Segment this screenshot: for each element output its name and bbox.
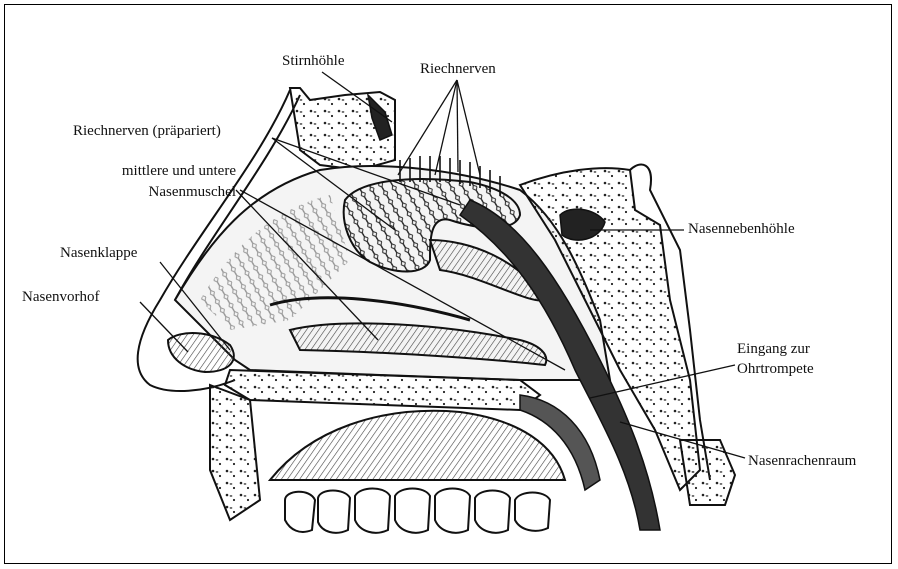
oral-cavity xyxy=(270,411,565,480)
label-riechnerven: Riechnerven xyxy=(420,60,496,78)
label-nasenvorhof: Nasenvorhof xyxy=(22,288,99,306)
label-riechnerven-praepariert: Riechnerven (präpariert) xyxy=(73,122,221,140)
label-nasennebenhoehle: Nasennebenhöhle xyxy=(688,220,795,238)
label-eingang-line2: Ohrtrompete xyxy=(737,360,814,378)
teeth xyxy=(285,489,550,533)
label-nasenrachenraum: Nasenrachenraum xyxy=(748,452,856,470)
label-nasenklappe: Nasenklappe xyxy=(60,244,137,262)
label-eingang-line1: Eingang zur xyxy=(737,340,810,358)
label-mittlere-nasenmuschel-line1: mittlere und untere xyxy=(40,162,236,180)
label-mittlere-nasenmuschel-line2: Nasenmuschel xyxy=(40,183,236,201)
maxilla xyxy=(210,385,260,520)
spine-bone xyxy=(680,440,735,505)
label-stirnhoehle: Stirnhöhle xyxy=(282,52,345,70)
